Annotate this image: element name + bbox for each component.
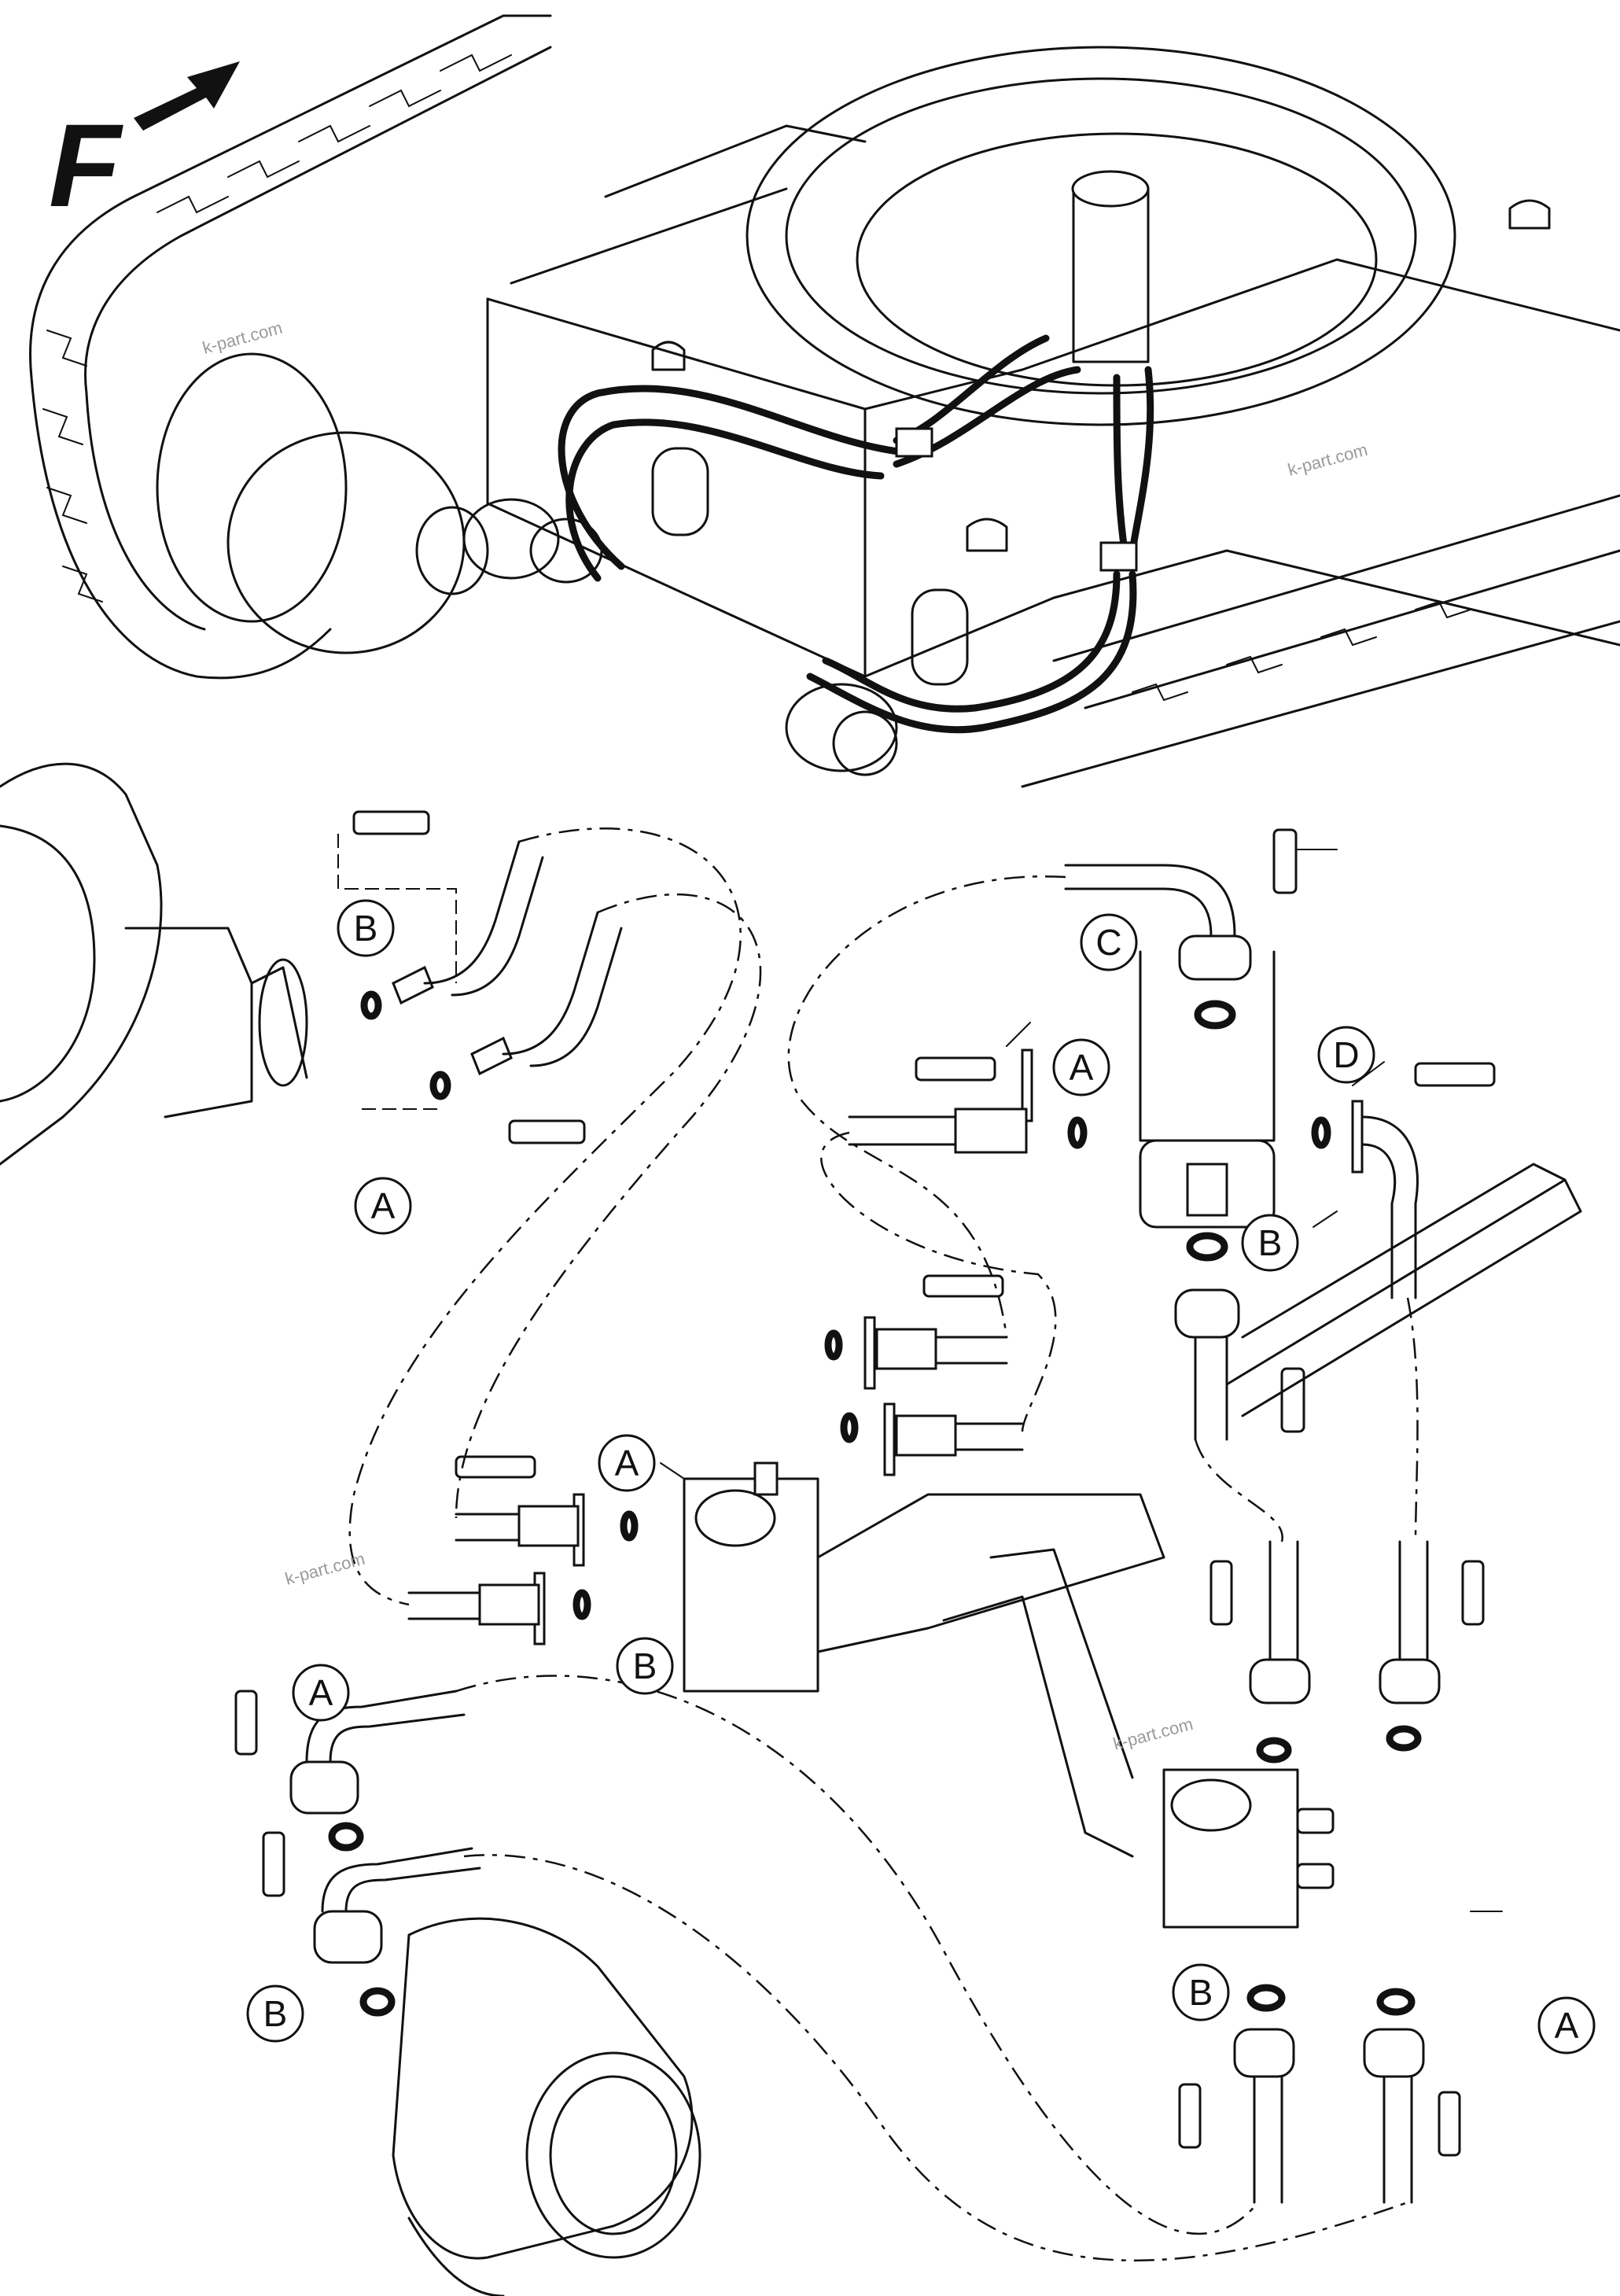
callout-b-lower-left: B <box>246 1985 304 2043</box>
svg-text:A: A <box>371 1185 396 1226</box>
watermark-text: k-part.com <box>201 318 285 358</box>
orientation-letter: F <box>49 99 123 231</box>
callout-b-center-block: B <box>616 1637 674 1695</box>
left-travel-motor-housing <box>226 431 466 654</box>
left-sprocket-outline <box>156 352 348 623</box>
callout-b-left-motor: B <box>337 899 395 957</box>
callout-a-lower-right: A <box>1537 1996 1596 2055</box>
flange-lower-right-1 <box>1249 1658 1311 1704</box>
svg-text:A: A <box>1555 2005 1579 2046</box>
bolt-icon <box>915 1056 996 1082</box>
frame-window-center <box>911 588 969 686</box>
callout-c-swivel-top: C <box>1080 913 1138 971</box>
flange-a-lower-left <box>289 1760 359 1815</box>
undercarriage-overview <box>29 14 1620 788</box>
callout-a-swivel-left: A <box>1052 1038 1110 1096</box>
left-motor-port-face <box>258 958 308 1087</box>
center-manifold-block <box>683 1477 819 1693</box>
frame-window-left <box>651 447 709 536</box>
watermarks: k-part.com k-part.com k-part.com k-part.… <box>201 318 1370 1754</box>
svg-text:B: B <box>633 1646 657 1686</box>
watermark-text: k-part.com <box>1111 1714 1195 1754</box>
callout-a-lower-left: A <box>292 1664 350 1722</box>
svg-text:B: B <box>354 908 378 949</box>
hose-routing-paths <box>348 827 1419 2262</box>
callout-d-swivel-right: D <box>1317 1026 1375 1084</box>
left-travel-motor-ports <box>462 498 560 580</box>
lower-right-manifold-block <box>1162 1768 1299 1929</box>
bolt-icon <box>1178 2083 1202 2149</box>
right-motor-cover <box>525 2051 701 2259</box>
bolt-icon <box>455 1455 536 1479</box>
bolt-icon <box>508 1119 586 1144</box>
bolt-icon <box>1414 1062 1496 1087</box>
right-track-shoes <box>1132 600 1471 702</box>
svg-text:B: B <box>263 1993 288 2034</box>
svg-text:B: B <box>1189 1972 1213 2013</box>
overview-clamp-2 <box>1099 541 1138 572</box>
callout-a-center-block: A <box>598 1434 656 1492</box>
swivel-joint-detail <box>848 828 1582 1441</box>
svg-text:C: C <box>1095 922 1121 963</box>
flange-lower-right-3 <box>1233 2028 1295 2078</box>
watermark-text: k-part.com <box>1286 440 1370 480</box>
watermark-text: k-part.com <box>283 1549 367 1589</box>
lower-right-manifold-detail <box>1162 1540 1485 2204</box>
center-manifold-detail <box>407 1274 1165 1858</box>
bolt-icon <box>1209 1560 1233 1626</box>
flange-c <box>1178 934 1252 981</box>
bolt-icon <box>352 810 430 835</box>
svg-text:A: A <box>615 1443 639 1483</box>
right-travel-motor-overview <box>785 683 898 772</box>
callouts: B A C A D B A B <box>246 899 1596 2055</box>
svg-text:B: B <box>1258 1222 1283 1263</box>
callout-b-lower-right: B <box>1172 1963 1230 2021</box>
swivel-port-block <box>1186 1163 1228 1217</box>
bolt-icon <box>1438 2091 1461 2157</box>
bolt-icon <box>262 1831 285 1897</box>
right-motor-detail <box>234 1690 701 2296</box>
bolt-icon <box>1280 1367 1305 1433</box>
bolt-icon <box>234 1690 258 1756</box>
bolt-icon <box>1461 1560 1485 1626</box>
flange-b-swivel <box>1174 1288 1240 1339</box>
routed-travel-hoses <box>558 334 1154 734</box>
flange-b-lower-left <box>313 1910 383 1964</box>
overview-clamp-1 <box>895 427 933 458</box>
callout-b-swivel-bottom: B <box>1241 1214 1299 1272</box>
swivel-joint-body <box>1072 187 1150 363</box>
left-motor-detail <box>0 762 623 1166</box>
svg-text:A: A <box>309 1672 333 1713</box>
swivel-joint-lower-body <box>1139 1139 1276 1229</box>
flange-lower-right-2 <box>1379 1658 1441 1704</box>
forward-arrow-icon <box>134 61 240 131</box>
callout-a-left-motor: A <box>354 1177 412 1235</box>
left-track-shoes <box>42 53 512 603</box>
svg-text:A: A <box>1070 1047 1094 1088</box>
bolt-icon <box>922 1274 1004 1298</box>
svg-text:D: D <box>1333 1034 1359 1075</box>
bolt-icon <box>1272 828 1298 894</box>
flange-lower-right-4 <box>1363 2028 1425 2078</box>
slewing-ring-outer <box>746 46 1456 426</box>
leader-lines <box>660 849 1503 1912</box>
orientation-mark: F <box>49 61 240 231</box>
